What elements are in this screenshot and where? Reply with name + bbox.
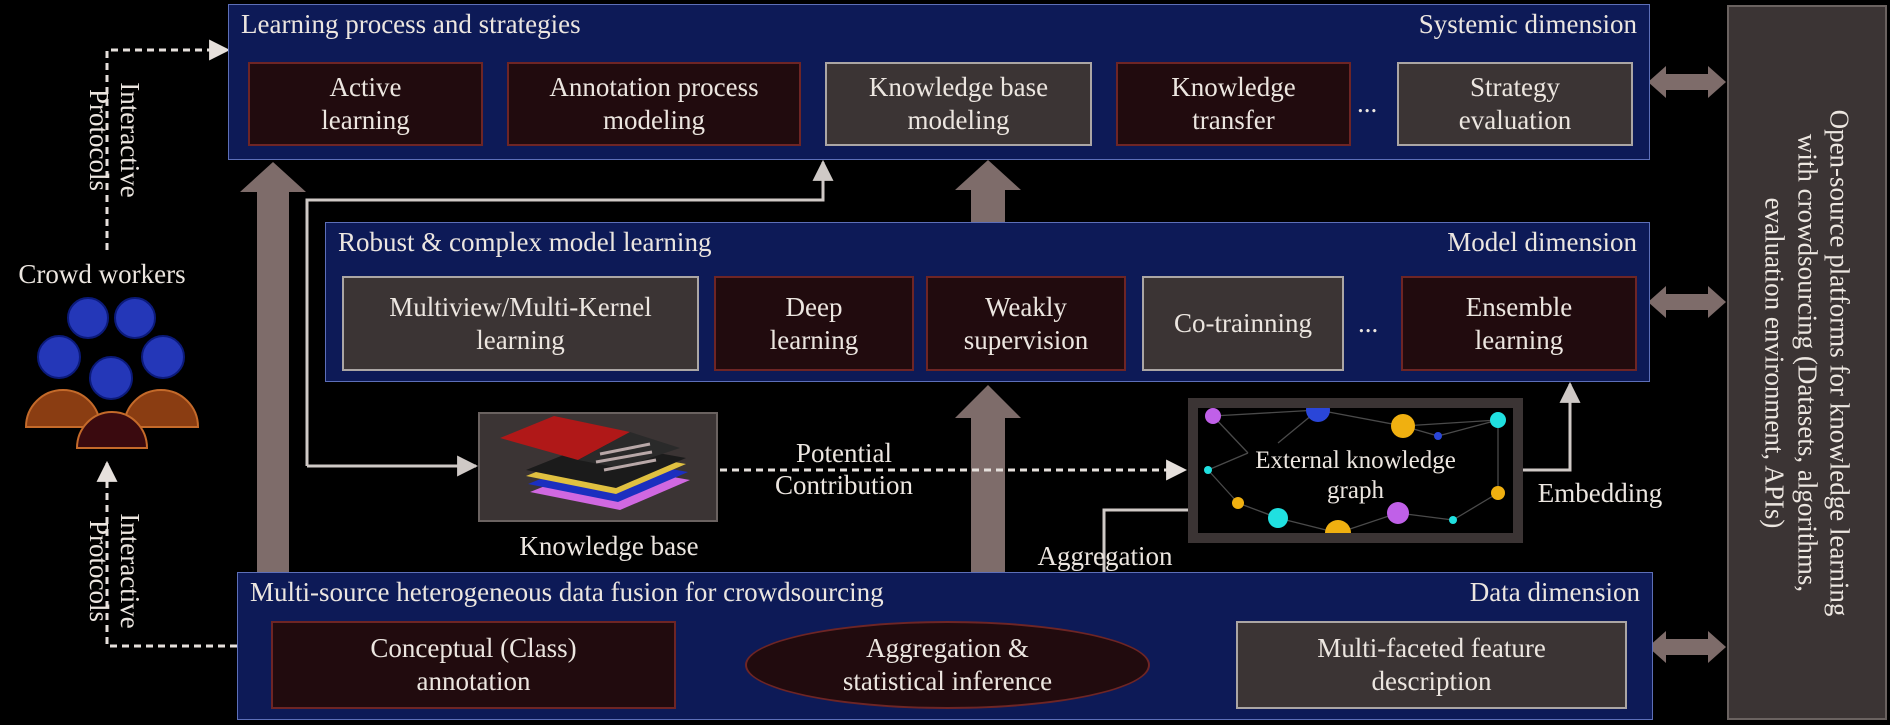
connector-to-systemic (305, 159, 834, 466)
ellipse-aggregation: Aggregation & statistical inference (745, 621, 1150, 709)
box-strategy-evaluation: Strategy evaluation (1397, 62, 1633, 146)
dashed-crowd-bottom (96, 460, 237, 648)
connector-embedding (1523, 381, 1581, 472)
platform-arrow-data (1648, 631, 1726, 663)
crowd-workers-label: Crowd workers (18, 259, 186, 289)
data-title: Multi-source heterogeneous data fusion f… (250, 577, 884, 607)
graph-network-icon (1204, 408, 1506, 533)
protocol-bottom-label: Interactive Protocols (83, 513, 145, 629)
box-feature-description: Multi-faceted feature description (1236, 621, 1627, 709)
systemic-ellipsis: ... (1357, 88, 1378, 118)
box-knowledge-base-modeling: Knowledge base modeling (825, 62, 1092, 146)
big-arrow-data-model (955, 385, 1021, 572)
box-annotation-process: Annotation process modeling (507, 62, 801, 146)
knowledge-base-image (478, 412, 718, 522)
knowledge-base-label: Knowledge base (519, 531, 699, 561)
potential-contribution-label: Potential Contribution (774, 438, 913, 501)
platform-arrow-model (1648, 286, 1726, 318)
model-title: Robust & complex model learning (338, 227, 712, 257)
systemic-title: Learning process and strategies (241, 9, 581, 39)
model-dimension-label: Model dimension (1447, 227, 1637, 257)
big-arrow-model-systemic (955, 160, 1021, 222)
crowd-workers-icon (24, 297, 200, 449)
box-co-training: Co-trainning (1142, 276, 1344, 371)
aggregation-edge-label: Aggregation (1037, 541, 1173, 571)
embedding-label: Embedding (1537, 478, 1663, 508)
systemic-dimension-label: Systemic dimension (1418, 9, 1637, 39)
big-arrow-left (240, 162, 306, 572)
open-source-platform: Open-source platforms for knowledge lear… (1727, 5, 1887, 720)
box-multiview-learning: Multiview/Multi-Kernel learning (342, 276, 699, 371)
data-dimension-label: Data dimension (1469, 577, 1640, 607)
dashed-crowd-top (105, 39, 231, 250)
protocol-top-label: Interactive Protocols (83, 82, 145, 198)
box-active-learning: Active learning (248, 62, 483, 146)
platform-arrow-systemic (1648, 66, 1726, 98)
platform-text: Open-source platforms for knowledge lear… (1759, 109, 1855, 616)
model-ellipsis: ... (1358, 308, 1379, 338)
book-stack-icon (500, 416, 690, 510)
knowledge-graph-canvas: External knowledge graph (1198, 408, 1513, 533)
knowledge-graph-label: External knowledge graph (1255, 447, 1456, 504)
big-arrows (240, 160, 1021, 572)
box-deep-learning: Deep learning (714, 276, 914, 371)
box-weakly-supervision: Weakly supervision (926, 276, 1126, 371)
knowledge-graph: External knowledge graph (1188, 398, 1523, 543)
box-conceptual-annotation: Conceptual (Class) annotation (271, 621, 676, 709)
box-ensemble-learning: Ensemble learning (1401, 276, 1637, 371)
box-knowledge-transfer: Knowledge transfer (1116, 62, 1351, 146)
platform-arrows (1648, 66, 1726, 663)
